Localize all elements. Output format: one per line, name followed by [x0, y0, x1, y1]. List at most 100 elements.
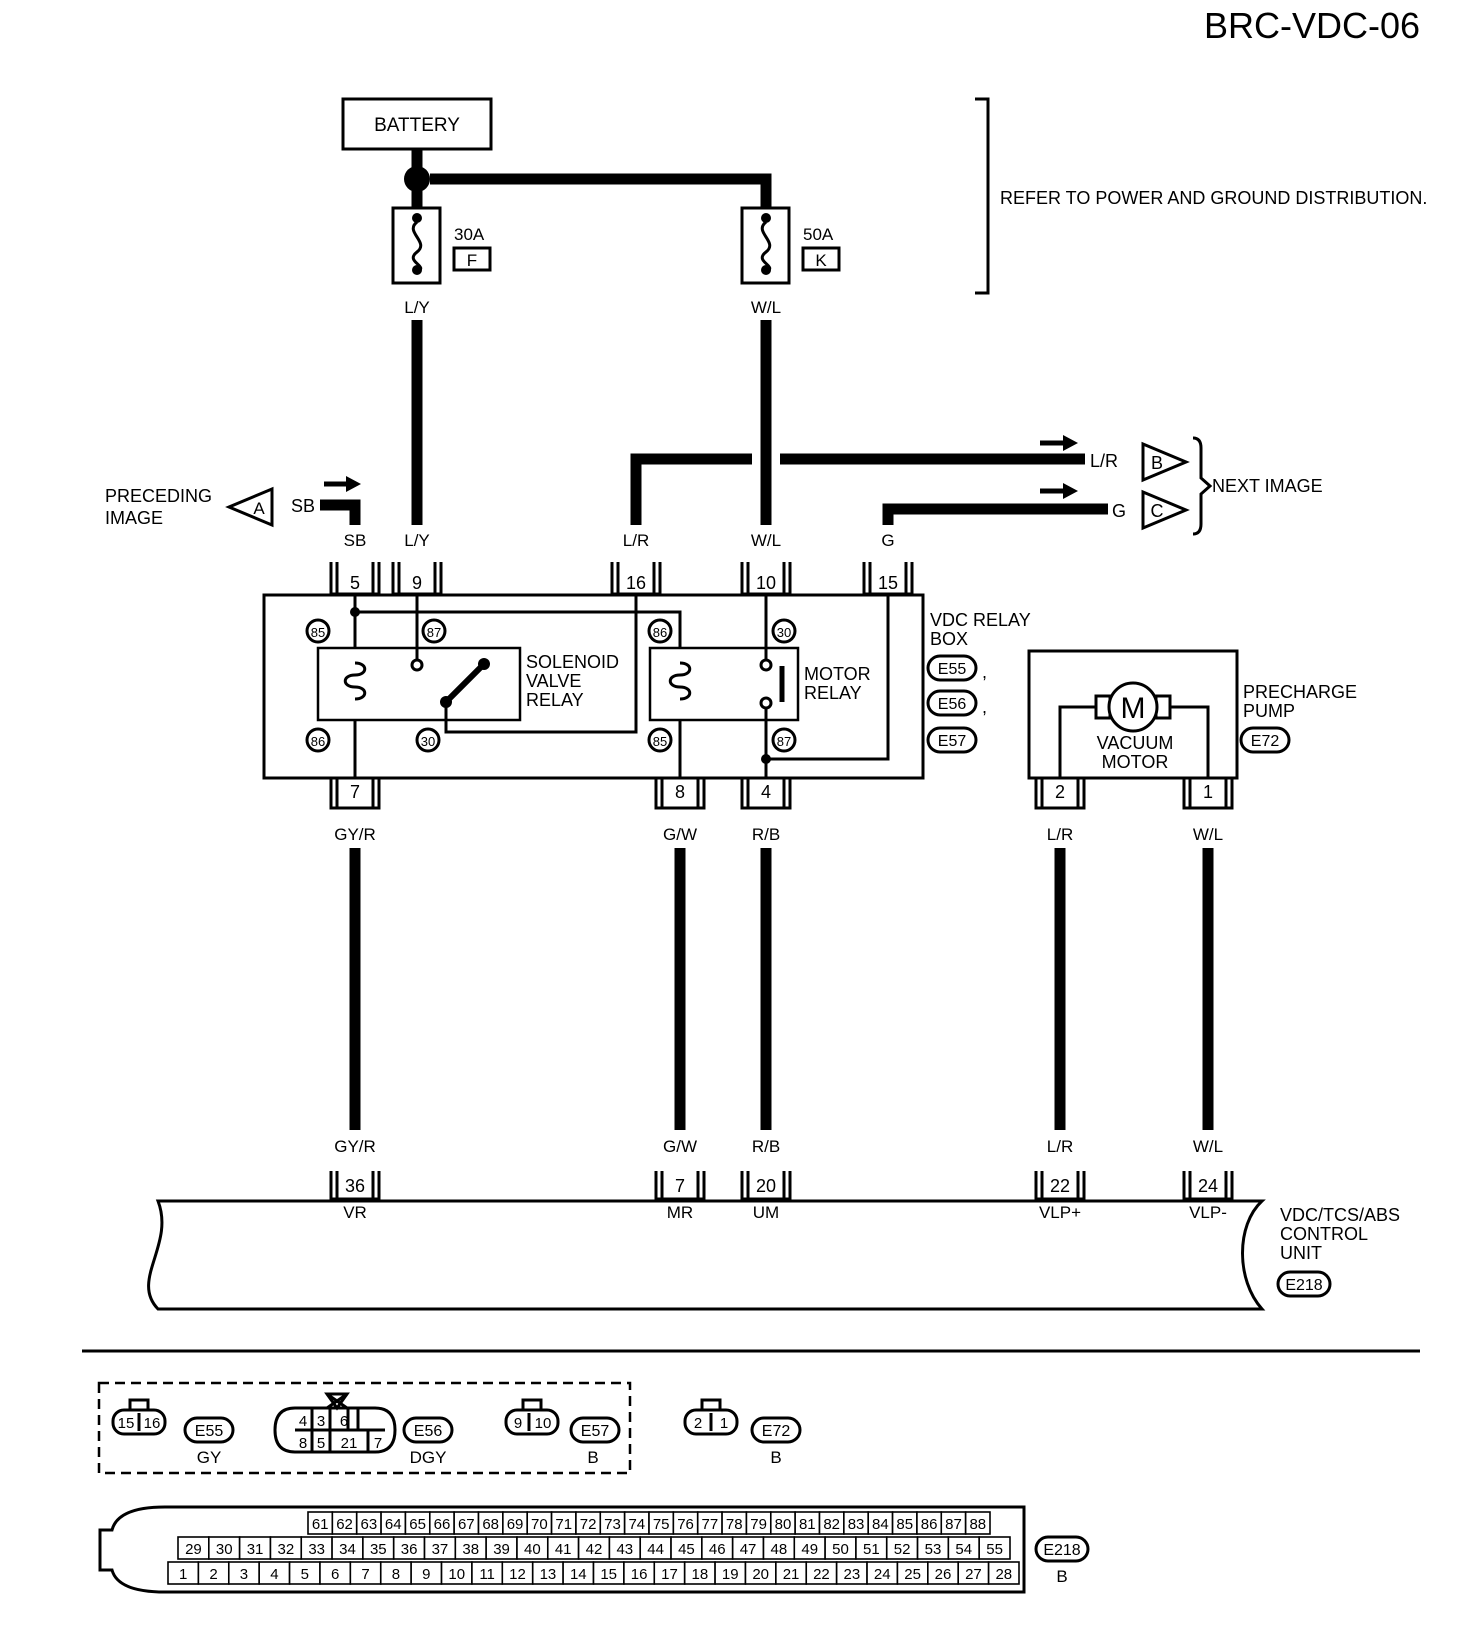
- conn-sep-2: ,: [982, 697, 987, 717]
- pump-name-2: PUMP: [1243, 701, 1295, 721]
- fuse-f-letter-box: [452, 246, 492, 272]
- e218-pin-71: 71: [555, 1516, 572, 1533]
- conn-e56-label: E56: [938, 696, 967, 713]
- pin-4: 4: [761, 782, 771, 802]
- motor-relay-label-1: MOTOR: [804, 664, 871, 684]
- e218-pin-4: 4: [270, 1566, 278, 1583]
- preceding-a-conn: A: [253, 499, 265, 518]
- e218-pin-43: 43: [616, 1541, 633, 1558]
- pump-name-1: PRECHARGE: [1243, 682, 1357, 702]
- pin7-wire: GY/R: [334, 825, 376, 844]
- e218-pin-5: 5: [301, 1566, 309, 1583]
- e218-pin-37: 37: [432, 1541, 449, 1558]
- e57-pin-10: 10: [535, 1415, 552, 1432]
- pin16-wire: L/R: [623, 531, 649, 550]
- solenoid-coil-icon: [343, 661, 367, 701]
- pin-15: 15: [878, 573, 898, 593]
- e218-pin-65: 65: [409, 1516, 426, 1533]
- pin-7: 7: [350, 782, 360, 802]
- e218-pin-66: 66: [434, 1516, 451, 1533]
- motor-87-contact: [759, 696, 773, 710]
- e72-color: B: [770, 1448, 781, 1467]
- e218-pin-42: 42: [586, 1541, 603, 1558]
- e56-pin-5: 5: [317, 1435, 325, 1452]
- e55-color: GY: [197, 1448, 222, 1467]
- e218-pin-45: 45: [678, 1541, 695, 1558]
- e218-pin-83: 83: [848, 1516, 865, 1533]
- term-87-sol: [421, 618, 447, 644]
- next-c-wire: G: [1112, 501, 1126, 521]
- e72-badge: [750, 1416, 802, 1444]
- e55-id: E55: [195, 1423, 224, 1440]
- term-87-motor-label: 87: [777, 734, 791, 749]
- precharge-pump-box: [1027, 649, 1239, 780]
- relay-box-name-2: BOX: [930, 629, 968, 649]
- e218-pin-77: 77: [702, 1516, 719, 1533]
- preceding-label-1: PRECEDING: [105, 486, 212, 506]
- e56-pin-7: 7: [374, 1435, 382, 1452]
- e218-pin-85: 85: [896, 1516, 913, 1533]
- cu-signal-um: UM: [753, 1203, 779, 1222]
- sol-87-contact: [410, 658, 424, 672]
- e218-pin-81: 81: [799, 1516, 816, 1533]
- e218-pin-10: 10: [448, 1566, 465, 1583]
- e218-pin-14: 14: [570, 1566, 587, 1583]
- fuse-f-letter: F: [467, 251, 477, 270]
- e218-pin-87: 87: [945, 1516, 962, 1533]
- sol-switch-tip: [478, 658, 490, 670]
- pin-10: 10: [756, 573, 776, 593]
- conn-e55-label: E55: [938, 661, 967, 678]
- e218-pin-48: 48: [771, 1541, 788, 1558]
- term-30-motor-label: 30: [777, 625, 791, 640]
- fuse-k-rating: 50A: [803, 225, 834, 244]
- cu-24-wire: W/L: [1193, 1137, 1223, 1156]
- e218-pin-22: 22: [813, 1566, 830, 1583]
- wire-sb: [320, 499, 361, 525]
- e218-pin-75: 75: [653, 1516, 670, 1533]
- e218-pin-8: 8: [392, 1566, 400, 1583]
- conn-e218-badge: [1276, 1270, 1332, 1298]
- e218-pin-54: 54: [955, 1541, 972, 1558]
- cu-22-wire: L/R: [1047, 1137, 1073, 1156]
- wire-g-to-c: [882, 503, 1108, 525]
- cu-name-2: CONTROL: [1280, 1224, 1368, 1244]
- common-85-86-wire: [355, 610, 682, 648]
- motor-relay-label-2: RELAY: [804, 683, 862, 703]
- e218-pin-40: 40: [524, 1541, 541, 1558]
- e218-pin-84: 84: [872, 1516, 889, 1533]
- e218-pin-72: 72: [580, 1516, 597, 1533]
- e218-pin-50: 50: [832, 1541, 849, 1558]
- motor-coil-icon: [668, 661, 692, 701]
- e218-pin-88: 88: [969, 1516, 986, 1533]
- cu-name-1: VDC/TCS/ABS: [1280, 1205, 1400, 1225]
- e218-pin-3: 3: [240, 1566, 248, 1583]
- e218-pin-17: 17: [661, 1566, 678, 1583]
- conn-e57-badge: [926, 726, 978, 754]
- vacuum-motor-label-2: MOTOR: [1102, 752, 1169, 772]
- pin-16: 16: [626, 573, 646, 593]
- e218-pin-cell: [987, 1561, 1020, 1585]
- term-30-sol-label: 30: [421, 734, 435, 749]
- e218-pin-7: 7: [361, 1566, 369, 1583]
- e218-pin-74: 74: [628, 1516, 645, 1533]
- e218-pin-34: 34: [339, 1541, 356, 1558]
- e218-pin-cell: [978, 1536, 1011, 1560]
- pump-pin-2: 2: [1055, 782, 1065, 802]
- pin10-wire: W/L: [751, 531, 781, 550]
- e218-pin-12: 12: [509, 1566, 526, 1583]
- cu-7-wire: G/W: [663, 1137, 697, 1156]
- solenoid-relay-inner: [316, 646, 522, 722]
- term-86-motor-label: 86: [653, 625, 667, 640]
- e218-pin-47: 47: [740, 1541, 757, 1558]
- e218-pin-31: 31: [247, 1541, 264, 1558]
- e218-pin-55: 55: [986, 1541, 1003, 1558]
- vacuum-motor-label-1: VACUUM: [1097, 733, 1174, 753]
- battery-junction: [404, 166, 430, 192]
- e72-id: E72: [762, 1423, 791, 1440]
- next-b-arrow: [1141, 441, 1190, 483]
- next-b-wire: L/R: [1090, 451, 1118, 471]
- e57-id: E57: [581, 1423, 610, 1440]
- e218-badge: [1034, 1535, 1090, 1563]
- battery-label: BATTERY: [374, 115, 460, 136]
